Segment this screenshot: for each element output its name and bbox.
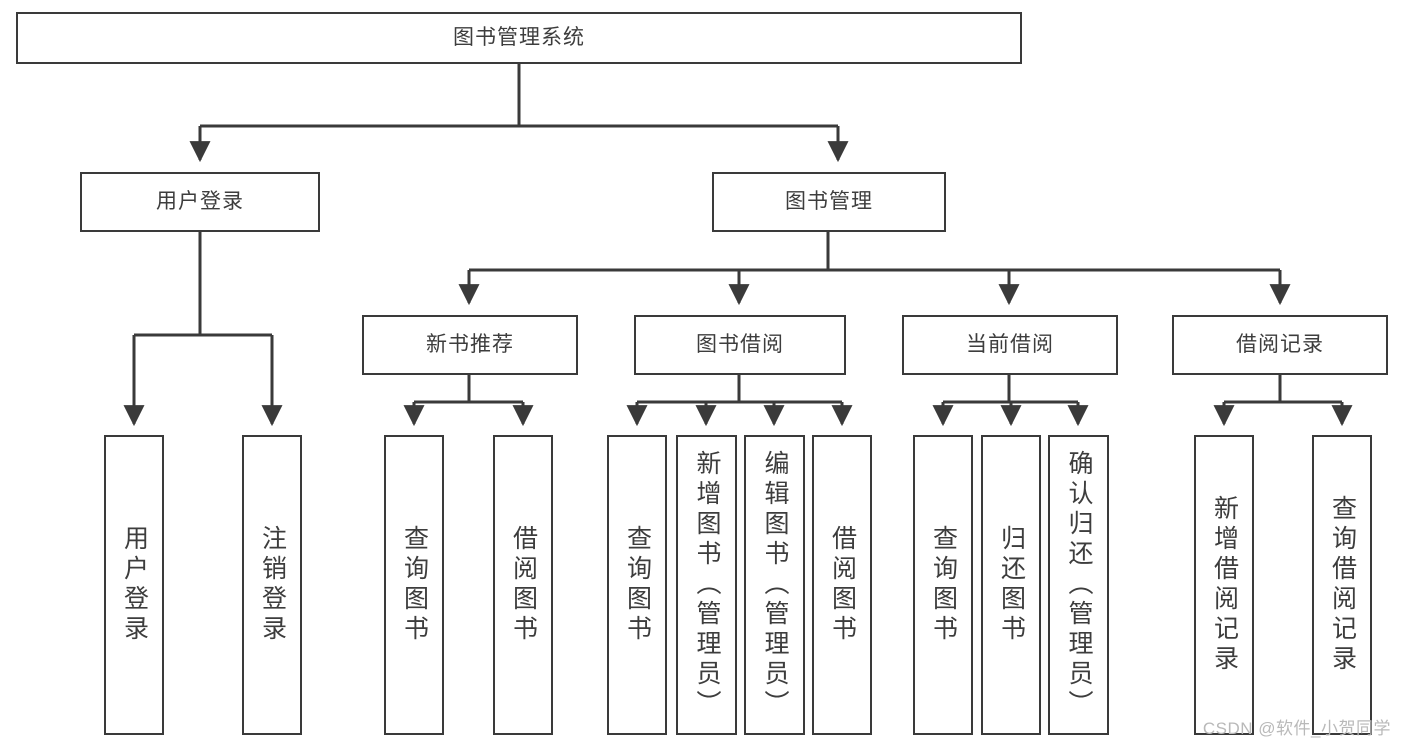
node-label: 确认归还（管理员） [1065,450,1093,720]
leaf-borrow-edit-book-admin[interactable]: 编辑图书（管理员） [744,435,805,735]
node-label: 查询图书 [623,525,652,645]
node-new-book-recommend[interactable]: 新书推荐 [362,315,578,375]
watermark-text: CSDN @软件_小贺同学 [1202,719,1391,738]
leaf-borrow-query-book[interactable]: 查询图书 [607,435,667,735]
leaf-user-logout[interactable]: 注销登录 [242,435,302,735]
leaf-record-query-record[interactable]: 查询借阅记录 [1312,435,1372,735]
leaf-record-add-record[interactable]: 新增借阅记录 [1194,435,1254,735]
node-current-borrow[interactable]: 当前借阅 [902,315,1118,375]
leaf-recommend-query-book[interactable]: 查询图书 [384,435,444,735]
leaf-recommend-borrow-book[interactable]: 借阅图书 [493,435,553,735]
node-label: 用户登录 [156,190,244,214]
node-label: 借阅记录 [1236,333,1324,357]
node-label: 借阅图书 [509,525,538,645]
node-label: 编辑图书（管理员） [761,450,789,720]
node-root-system[interactable]: 图书管理系统 [16,12,1022,64]
node-label: 新增图书（管理员） [693,450,721,720]
node-label: 图书管理 [785,190,873,214]
leaf-borrow-add-book-admin[interactable]: 新增图书（管理员） [676,435,737,735]
node-label: 注销登录 [258,525,287,645]
node-label: 图书借阅 [696,333,784,357]
node-book-management[interactable]: 图书管理 [712,172,946,232]
node-label: 图书管理系统 [453,26,585,50]
node-label: 借阅图书 [828,525,857,645]
node-label: 查询借阅记录 [1328,495,1357,675]
leaf-user-login[interactable]: 用户登录 [104,435,164,735]
node-label: 用户登录 [120,525,149,645]
node-user-login[interactable]: 用户登录 [80,172,320,232]
leaf-current-return-book[interactable]: 归还图书 [981,435,1041,735]
node-label: 查询图书 [400,525,429,645]
node-label: 归还图书 [997,525,1026,645]
node-label: 新增借阅记录 [1210,495,1239,675]
node-label: 当前借阅 [966,333,1054,357]
node-borrow-record[interactable]: 借阅记录 [1172,315,1388,375]
leaf-current-query-book[interactable]: 查询图书 [913,435,973,735]
leaf-current-confirm-return-admin[interactable]: 确认归还（管理员） [1048,435,1109,735]
node-label: 查询图书 [929,525,958,645]
leaf-borrow-borrow-book[interactable]: 借阅图书 [812,435,872,735]
node-label: 新书推荐 [426,333,514,357]
node-book-borrow[interactable]: 图书借阅 [634,315,846,375]
